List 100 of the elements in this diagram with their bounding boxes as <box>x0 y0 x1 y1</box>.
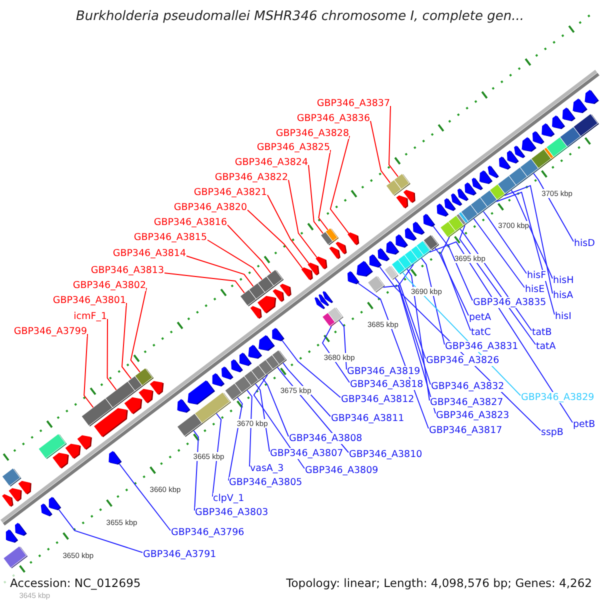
leader-line <box>282 362 331 417</box>
gene-label: GBP346_A3799 <box>14 326 87 336</box>
gene-label: GBP346_A3823 <box>436 410 510 420</box>
pointed-gene-block <box>403 190 416 204</box>
pointed-gene-block <box>348 232 360 246</box>
gene-label: GBP346_A3821 <box>194 186 267 198</box>
leader-line <box>473 218 525 288</box>
gene-label: icmF_1 <box>74 310 107 322</box>
leader-line <box>370 120 390 184</box>
accession-text: Accession: NC_012695 <box>10 577 141 590</box>
pointed-gene-block <box>258 296 276 314</box>
gene-block <box>266 269 284 286</box>
leader-line <box>262 378 289 437</box>
leader-line <box>246 390 252 467</box>
pointed-gene-block <box>138 388 154 404</box>
gene-label: GBP346_A3813 <box>90 264 164 276</box>
pointed-gene-block <box>572 98 588 114</box>
gene-label: hisA <box>553 290 574 300</box>
gene-block <box>367 276 385 293</box>
gene-label: vasA_3 <box>250 462 284 474</box>
gene-label: hisD <box>574 238 595 248</box>
pointed-gene-block <box>48 496 62 510</box>
gene-block <box>272 350 287 366</box>
gene-label: GBP346_A3809 <box>305 464 378 476</box>
gene-label: GBP346_A3824 <box>234 156 308 168</box>
leader-line <box>193 430 199 511</box>
pointed-gene-block <box>552 115 566 130</box>
pointed-gene-block <box>301 267 313 280</box>
gene-label: GBP346_A3808 <box>289 432 362 444</box>
leader-line <box>406 268 430 401</box>
gene-label: GBP346_A3816 <box>154 216 227 228</box>
gene-label: GBP346_A3818 <box>350 378 424 390</box>
gene-block <box>134 368 154 386</box>
pointed-gene-block <box>308 262 320 276</box>
pointed-gene-block <box>396 195 408 208</box>
pointed-gene-block <box>124 397 142 414</box>
gene-label: GBP346_A3817 <box>429 424 502 436</box>
leader-line <box>322 326 350 383</box>
pointed-gene-block <box>356 260 373 277</box>
pointed-gene-block <box>222 366 234 380</box>
title: Burkholderia pseudomallei MSHR346 chromosome I, complete gen... <box>76 9 524 24</box>
gene-label: GBP346_A3811 <box>331 412 404 424</box>
pointed-gene-block <box>542 123 555 137</box>
pointed-gene-block <box>94 408 128 438</box>
gene-label: GBP346_A3837 <box>316 98 390 108</box>
gene-label: petA <box>469 312 492 322</box>
leader-line <box>482 211 527 274</box>
gene-label: GBP346_A3805 <box>229 476 302 488</box>
pointed-gene-block <box>562 108 576 122</box>
leader-line <box>382 285 436 414</box>
pointed-gene-block <box>322 291 334 304</box>
leader-line <box>510 190 553 279</box>
pointed-gene-block <box>212 373 225 386</box>
gene-label: GBP346_A3829 <box>521 392 594 402</box>
leader-line <box>440 236 471 331</box>
gene-label: GBP346_A3831 <box>445 340 518 352</box>
leader-line <box>496 192 555 315</box>
leader-line <box>394 278 426 359</box>
leader-line <box>118 463 171 531</box>
pointed-gene-block <box>52 452 69 469</box>
gene-label: GBP346_A3796 <box>171 526 244 538</box>
leader-line <box>207 240 262 280</box>
pointed-gene-block <box>272 289 284 302</box>
gene-label: GBP346_A3836 <box>296 112 370 124</box>
gene-label: GBP346_A3832 <box>431 380 504 392</box>
pointed-gene-block <box>258 335 275 351</box>
leader-line <box>186 256 254 287</box>
gene-label: GBP346_A3802 <box>72 280 146 290</box>
pointed-gene-block <box>423 214 436 227</box>
pointed-gene-block <box>177 399 190 413</box>
gene-label: GBP346_A3819 <box>347 366 420 376</box>
pointed-gene-block <box>14 522 27 536</box>
leader-line <box>228 397 243 481</box>
gene-label: GBP346_A3814 <box>112 248 186 258</box>
leader-line <box>421 258 445 345</box>
gene-label: clpV_1 <box>213 492 244 504</box>
leader-line <box>212 413 222 497</box>
gene-label: GBP346_A3828 <box>276 128 349 138</box>
gene-label: GBP346_A3827 <box>430 396 504 408</box>
leader-line <box>398 264 431 385</box>
gene-label: GBP346_A3815 <box>134 232 207 242</box>
gene-block <box>423 234 440 250</box>
gene-label: hisH <box>553 274 574 286</box>
gene-label: GBP346_A3835 <box>473 296 546 308</box>
gene-label: tatB <box>532 326 552 338</box>
pointed-gene-block <box>316 256 328 270</box>
pointed-gene-block <box>65 444 81 459</box>
pointed-gene-block <box>336 242 347 254</box>
pointed-gene-block <box>522 137 536 152</box>
leader-line <box>432 226 473 301</box>
gene-label: GBP346_A3825 <box>256 142 330 152</box>
gene-label: GBP346_A3791 <box>143 548 216 560</box>
gene-label: GBP346_A3812 <box>341 394 414 404</box>
leader-line <box>58 509 143 553</box>
pointed-gene-block <box>77 435 92 450</box>
leader-line <box>227 224 272 274</box>
gene-label: sspB <box>541 426 564 438</box>
gene-block <box>394 173 410 190</box>
leader-line <box>504 185 553 294</box>
pointed-gene-block <box>18 480 32 495</box>
